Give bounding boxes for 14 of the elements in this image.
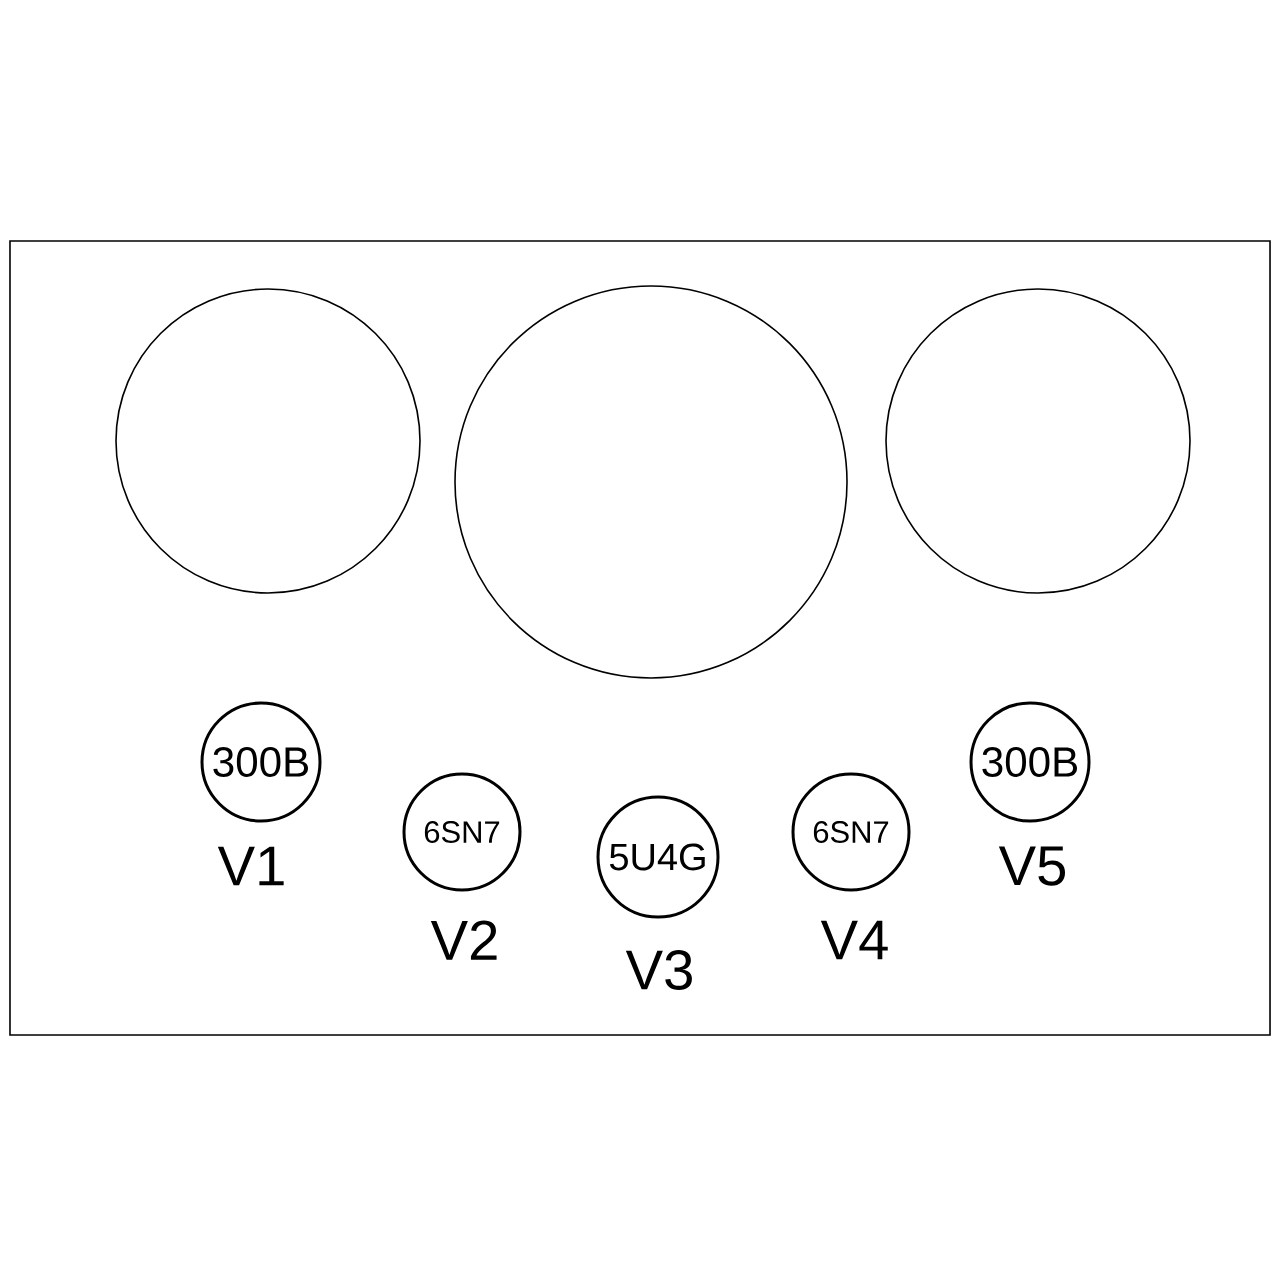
- circle-cutout: [885, 288, 1191, 594]
- circle-cutout: [454, 285, 848, 679]
- tube-socket: 6SN7: [791, 772, 911, 892]
- panel-outline: [9, 240, 1271, 1036]
- tube-socket: 300B: [969, 701, 1091, 823]
- circle-cutout: [115, 288, 421, 594]
- tube-label: V1: [217, 846, 284, 886]
- tube-socket: 6SN7: [402, 772, 522, 892]
- tube-socket: 300B: [200, 701, 322, 823]
- tube-label: V2: [430, 920, 497, 960]
- tube-label: V5: [998, 846, 1066, 886]
- tube-label: V4: [820, 920, 888, 960]
- tube-label: V3: [625, 950, 692, 990]
- tube-socket: 5U4G: [596, 795, 720, 919]
